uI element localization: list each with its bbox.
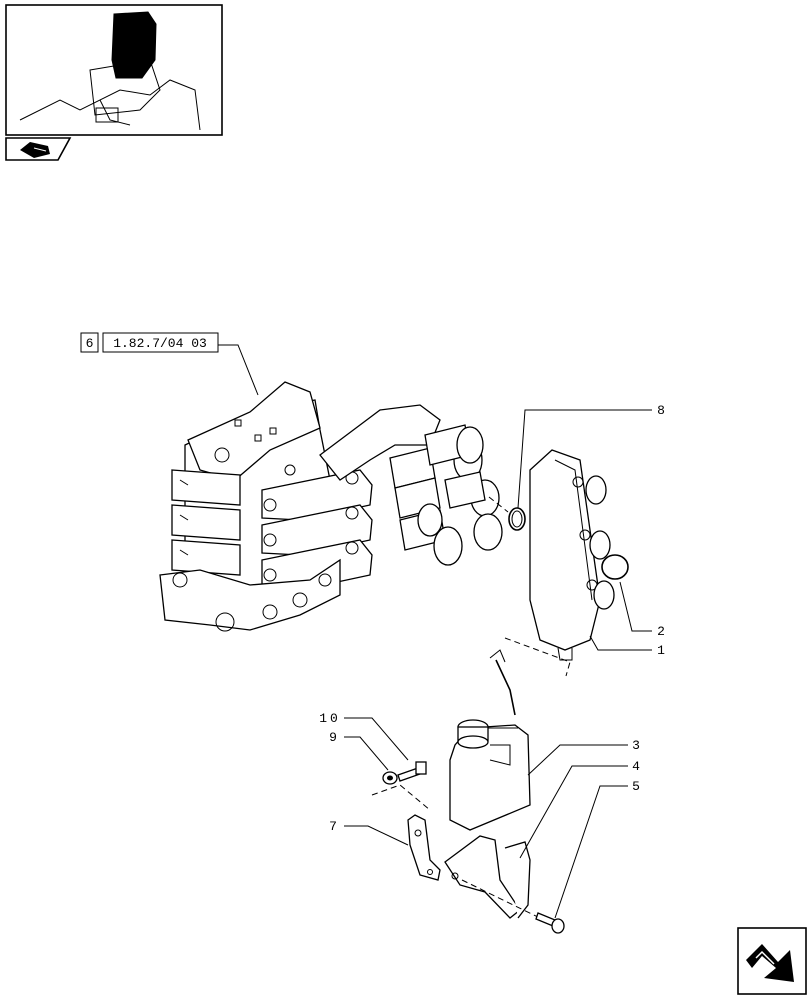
callout-1[interactable]: 1	[657, 643, 665, 658]
screw-5	[535, 912, 565, 934]
washer-9	[382, 771, 398, 785]
callout-8[interactable]: 8	[657, 403, 665, 418]
thumbnail-panel	[5, 4, 223, 161]
callout-4[interactable]: 4	[632, 759, 640, 774]
next-page-arrow-icon[interactable]	[737, 927, 807, 995]
protective-cap	[601, 554, 629, 580]
callout-9[interactable]: 9	[329, 730, 337, 745]
callout-3[interactable]: 3	[632, 738, 640, 753]
callout-5[interactable]: 5	[632, 779, 640, 794]
catalog-book-icon	[20, 142, 50, 158]
fluid-reservoir	[449, 649, 531, 831]
manifold-block	[529, 449, 615, 661]
strap-bracket	[444, 835, 531, 919]
quick-coupler-group	[389, 424, 503, 566]
reference-box-number: 6	[86, 336, 94, 351]
o-ring	[508, 507, 526, 531]
callout-7[interactable]: 7	[329, 819, 337, 834]
reference-box[interactable]: 6 1.82.7/04 03	[80, 332, 259, 396]
bolt-10	[397, 761, 427, 782]
control-valve-assembly	[159, 381, 503, 632]
tractor-location-thumbnail	[19, 11, 201, 131]
reference-box-code: 1.82.7/04 03	[113, 336, 207, 351]
callout-2[interactable]: 2	[657, 624, 665, 639]
mounting-bracket	[407, 814, 441, 881]
callout-10[interactable]: 10	[319, 711, 341, 726]
